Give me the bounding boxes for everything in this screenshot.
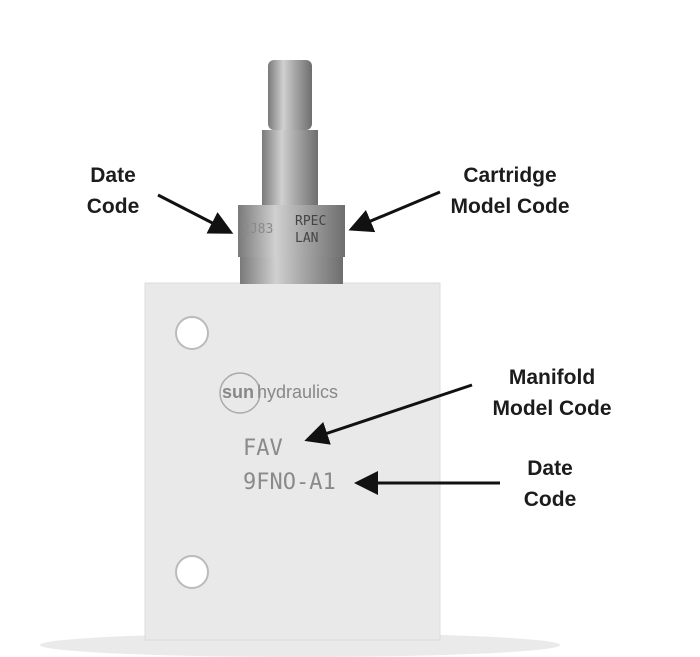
- brand-hydraulics: hydraulics: [257, 382, 339, 402]
- label-cartridge-model-code: Cartridge Model Code: [430, 160, 590, 222]
- cartridge-date-code: 2J83: [242, 222, 274, 237]
- manifold-date-code: 9FNO-A1: [243, 470, 336, 495]
- sun-logo-circle: [219, 372, 261, 414]
- label-line: Cartridge: [463, 164, 557, 187]
- cartridge-collar: [240, 257, 343, 284]
- label-line: Model Code: [492, 397, 612, 420]
- cartridge-model-code: RPEC LAN: [295, 213, 326, 247]
- label-cartridge-date-code: Date Code: [63, 160, 163, 222]
- label-line: Code: [86, 195, 140, 218]
- cartridge-model-line2: LAN: [295, 231, 319, 246]
- label-manifold-date-code: Date Code: [500, 453, 600, 515]
- brand-sun: sun: [222, 382, 255, 402]
- label-line: Model Code: [450, 195, 570, 218]
- arrow-cartridge-model: [348, 190, 441, 233]
- label-line: Date: [527, 457, 573, 480]
- label-manifold-model-code: Manifold Model Code: [472, 362, 632, 424]
- cartridge-model-line1: RPEC: [295, 214, 327, 229]
- label-line: Date: [90, 164, 136, 187]
- arrow-manifold-model: [304, 383, 473, 445]
- cartridge-stem: [262, 130, 318, 205]
- cartridge-hex-nut: [238, 205, 345, 257]
- cartridge-tip: [268, 60, 312, 130]
- label-line: Code: [523, 488, 577, 511]
- label-line: Manifold: [508, 366, 596, 389]
- mounting-hole-bottom: [175, 555, 209, 589]
- manifold-model-code: FAV: [243, 436, 283, 461]
- arrow-cartridge-date: [157, 193, 234, 234]
- mounting-hole-top: [175, 316, 209, 350]
